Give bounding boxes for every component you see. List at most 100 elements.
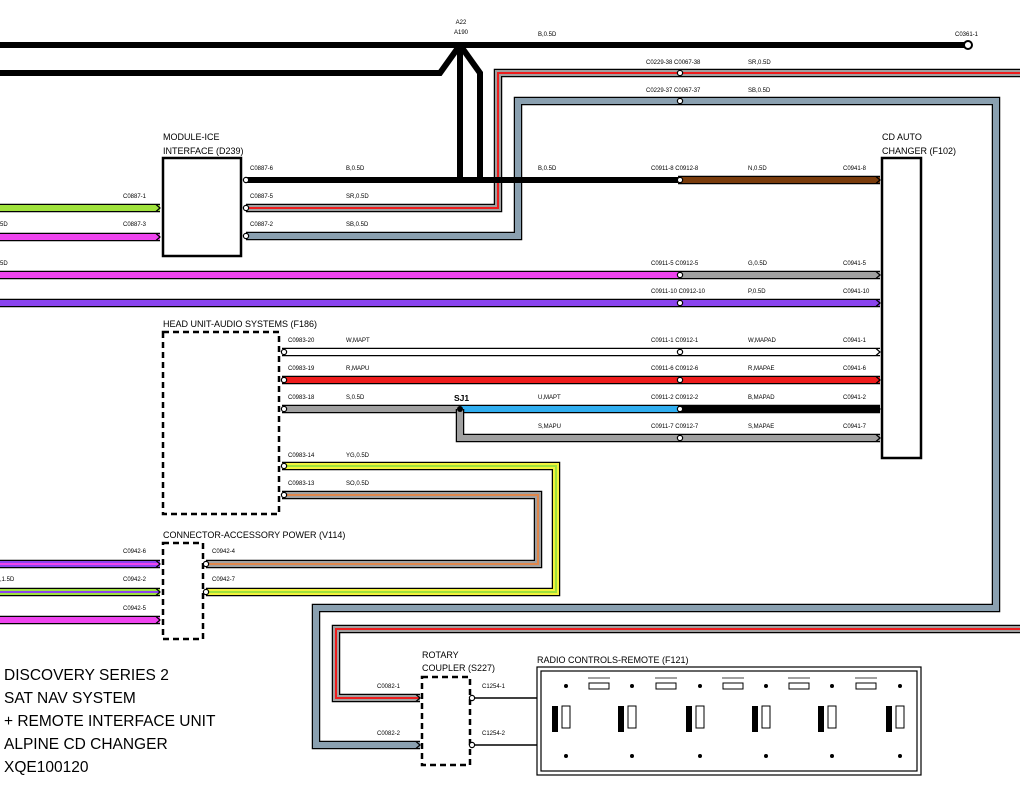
acc-l2 [155,588,161,596]
wire-label-w6: B,MAPAD [748,395,775,401]
smapu-label: S,MAPU [538,424,561,430]
head-label: HEAD UNIT-AUDIO SYSTEMS (F186) [163,319,317,329]
inline-conn-4 [676,376,684,384]
rotary-label-1: ROTARY [422,650,459,660]
sb-conn-label: C0229-37 C0067-37 [646,88,701,94]
wire-label-w5: R,MAPAE [748,366,775,372]
caption-line-4: XQE100120 [4,759,89,776]
radio-resistor-v-1 [627,705,637,729]
wire-so-loop-stripe [206,494,539,565]
mod-pin6-label: C0887-6 [250,166,274,172]
wire-label-w1: N,0.5D [748,166,767,172]
acc-l6-label: C0942-6 [123,549,147,555]
radio-node-bot-2 [698,754,702,758]
radio-resistor-h-1 [655,682,677,690]
inline-conn-2 [676,299,684,307]
mod-pin6 [242,176,250,184]
left-cut1-label: 5D [0,222,8,228]
sb-inline [676,97,684,105]
hw3-label: S,0.5D [346,395,365,401]
cd-pin-label-e6: C0941-2 [843,395,867,401]
splice-label-2: A190 [454,30,469,36]
radio-bar-2 [722,677,744,679]
sr-inline [676,69,684,77]
acc-r4 [202,560,210,568]
mod-left3-conn [155,233,161,241]
mod-left3-label: C0887-3 [123,222,147,228]
accessory-power-box [161,541,205,641]
cd-pin-label-e2: C0941-5 [843,261,867,267]
mod-w6-label: B,0.5D [346,166,365,172]
radio-bar-1 [655,677,677,679]
wire-sr-loop-stripe [246,72,1020,209]
radio-node-top-4 [830,684,834,688]
radio-bar-4 [855,677,877,679]
radio-bar-3 [788,677,810,679]
conn-label-c4: C0911-1 C0912-1 [651,338,699,344]
inline-conn-0 [676,176,684,184]
cd-label-2: CHANGER (F102) [882,146,956,156]
cd-pin-6 [875,376,881,384]
inline-conn-3 [676,348,684,356]
rr1-label: C1254-1 [482,684,506,690]
module-label-2: INTERFACE (D239) [163,146,244,156]
hw1-label: W,MAPT [346,338,370,344]
radio-resistor-h-2 [722,682,744,690]
h2-label: C0983-19 [288,366,315,372]
cd-pin-4 [875,299,881,307]
rotary-coupler-box [420,675,472,767]
hw5-label: SO,0.5D [346,481,370,487]
head-unit-box [161,330,281,516]
head-pin-1 [280,376,288,384]
caption-line-0: DISCOVERY SERIES 2 [4,667,169,684]
mod-pin5-label: C0887-5 [250,194,274,200]
h1-label: C0983-20 [288,338,315,344]
components-layer [161,156,923,776]
acc-r4-label: C0942-4 [212,549,236,555]
rot-r1 [468,694,476,702]
splice-label-1: A22 [456,20,467,26]
cd-pin-5 [875,348,881,356]
pins-layer [155,40,973,749]
radio-resistor-h-3 [788,682,810,690]
u-wire-label: U,MAPT [538,395,561,401]
conn-label-c1: C0911-8 C0912-8 [651,166,699,172]
mod-w5-label: SR,0.5D [346,194,369,200]
radio-switch-0 [552,706,558,732]
sj1-dot [457,406,463,412]
b2-label: B,0.5D [538,166,557,172]
wire-label-w7: S,MAPAE [748,424,774,430]
radio-resistor-v-5 [895,705,905,729]
top-end-terminal [963,40,973,50]
inline-conn-5 [676,405,684,413]
radio-switch-2 [686,706,692,732]
acc-r7 [202,588,210,596]
radio-resistor-v-2 [695,705,705,729]
radio-switch-3 [752,706,758,732]
radio-bar-0 [588,677,610,679]
radio-node-top-3 [764,684,768,688]
head-pin-0 [280,348,288,356]
mod-left1-label: C0887-1 [123,194,147,200]
rot-l1 [415,694,421,702]
conn-label-c6: C0911-2 C0912-2 [651,395,699,401]
cd-pin-7 [875,405,881,413]
acc-l5 [155,616,161,624]
wires-layer [0,42,1020,757]
module-ice-interface-box [161,156,243,258]
radio-switch-4 [818,706,824,732]
mod-w2-label: SB,0.5D [346,222,369,228]
wire-label-w2: G,0.5D [748,261,768,267]
head-pin-3 [280,462,288,470]
radio-node-top-0 [564,684,568,688]
sj1-label: SJ1 [454,393,469,403]
acc-l6 [155,560,161,568]
head-pin-2 [280,405,288,413]
radio-resistor-v-0 [561,705,571,729]
head-pin-4 [280,491,288,499]
acc-l5-label: C0942-5 [123,606,147,612]
sr-wire-label: SR,0.5D [748,60,771,66]
left-cut2-label: 5D [0,261,8,267]
